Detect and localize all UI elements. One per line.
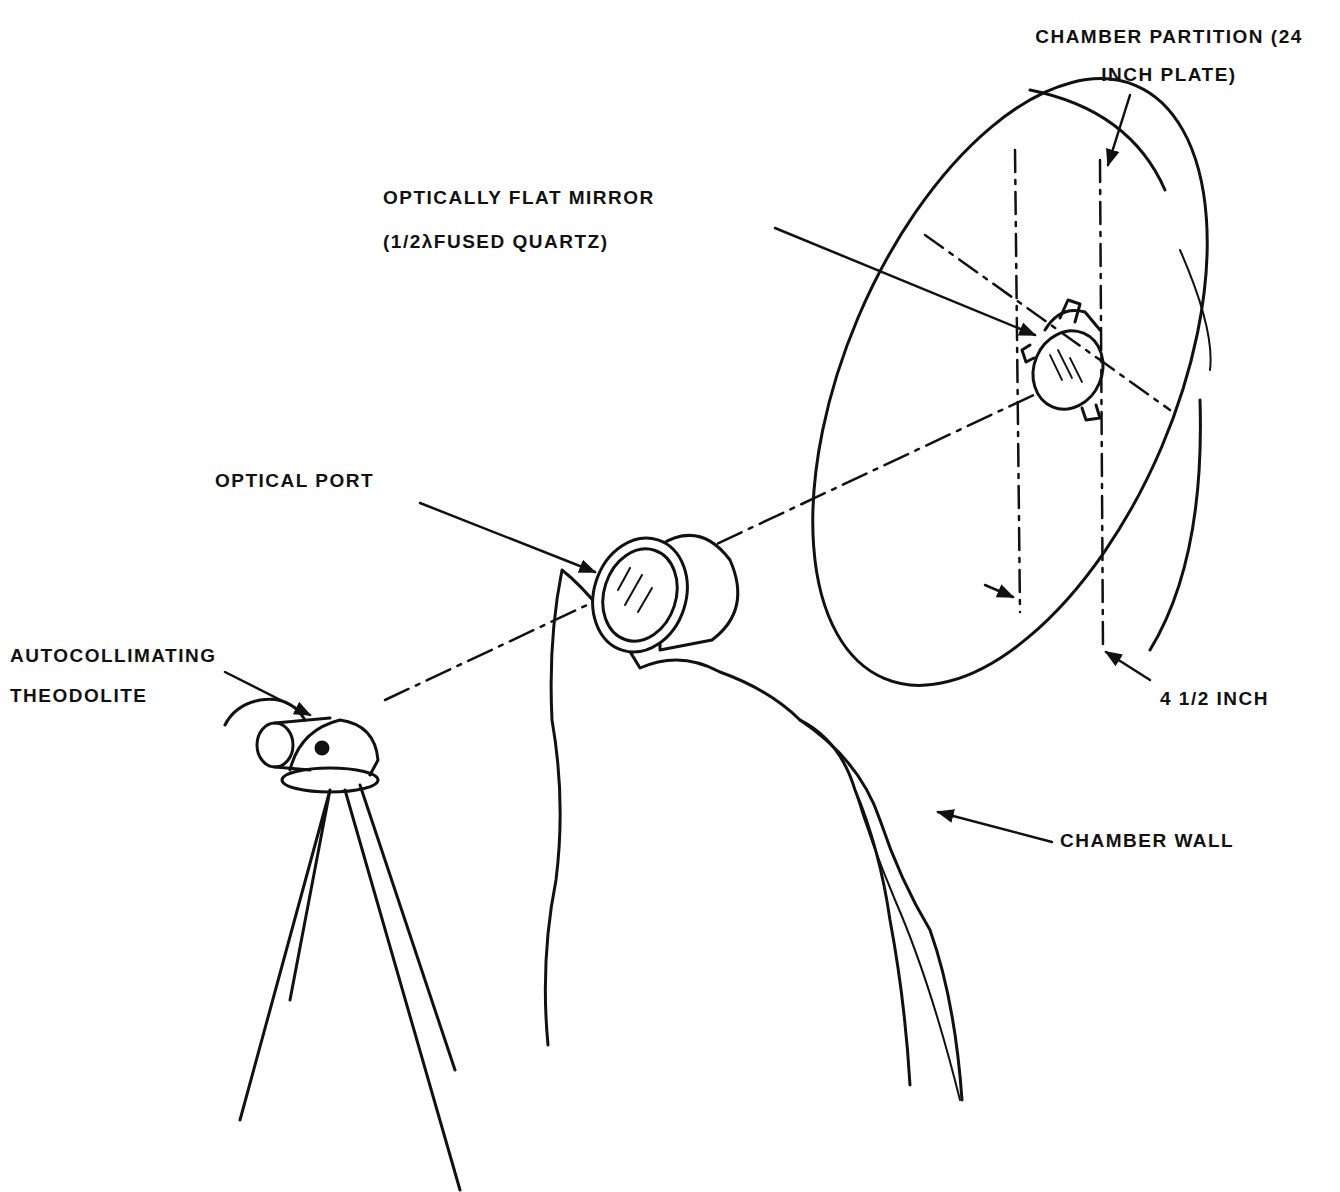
optical-axis (385, 392, 1040, 700)
dimension-arrow (1106, 652, 1150, 680)
leader-line (938, 812, 1052, 842)
part-label: CHAMBER WALL (1060, 826, 1330, 856)
dimension-arrow (985, 585, 1013, 597)
leader-line (1108, 95, 1130, 165)
plate-edge (1180, 250, 1211, 370)
part-label: CHAMBER PARTITION (24 INCH PLATE) (1008, 18, 1330, 94)
part-label: AUTOCOLLIMATING THEODOLITE (10, 636, 300, 716)
part-label: OPTICAL PORT (215, 466, 515, 496)
leader-line (775, 228, 1035, 335)
part-label: OPTICALLY FLAT MIRROR (1/2λFUSED QUARTZ) (383, 176, 783, 264)
plate-edge (1030, 90, 1165, 190)
center-line (925, 235, 1170, 410)
center-line (1015, 150, 1020, 612)
optical-port (578, 526, 737, 665)
theodolite (225, 699, 460, 1190)
chamber-wall (855, 790, 960, 1100)
plate-edge (1150, 400, 1200, 650)
chamber-wall (800, 720, 962, 1100)
mirror (1021, 300, 1115, 420)
chamber-wall (545, 570, 910, 1085)
leader-line (420, 503, 595, 572)
center-line (1100, 160, 1103, 650)
part-label: 4 1/2 INCH (1160, 684, 1330, 714)
leader-line (225, 672, 310, 715)
partition-plate (732, 21, 1287, 743)
